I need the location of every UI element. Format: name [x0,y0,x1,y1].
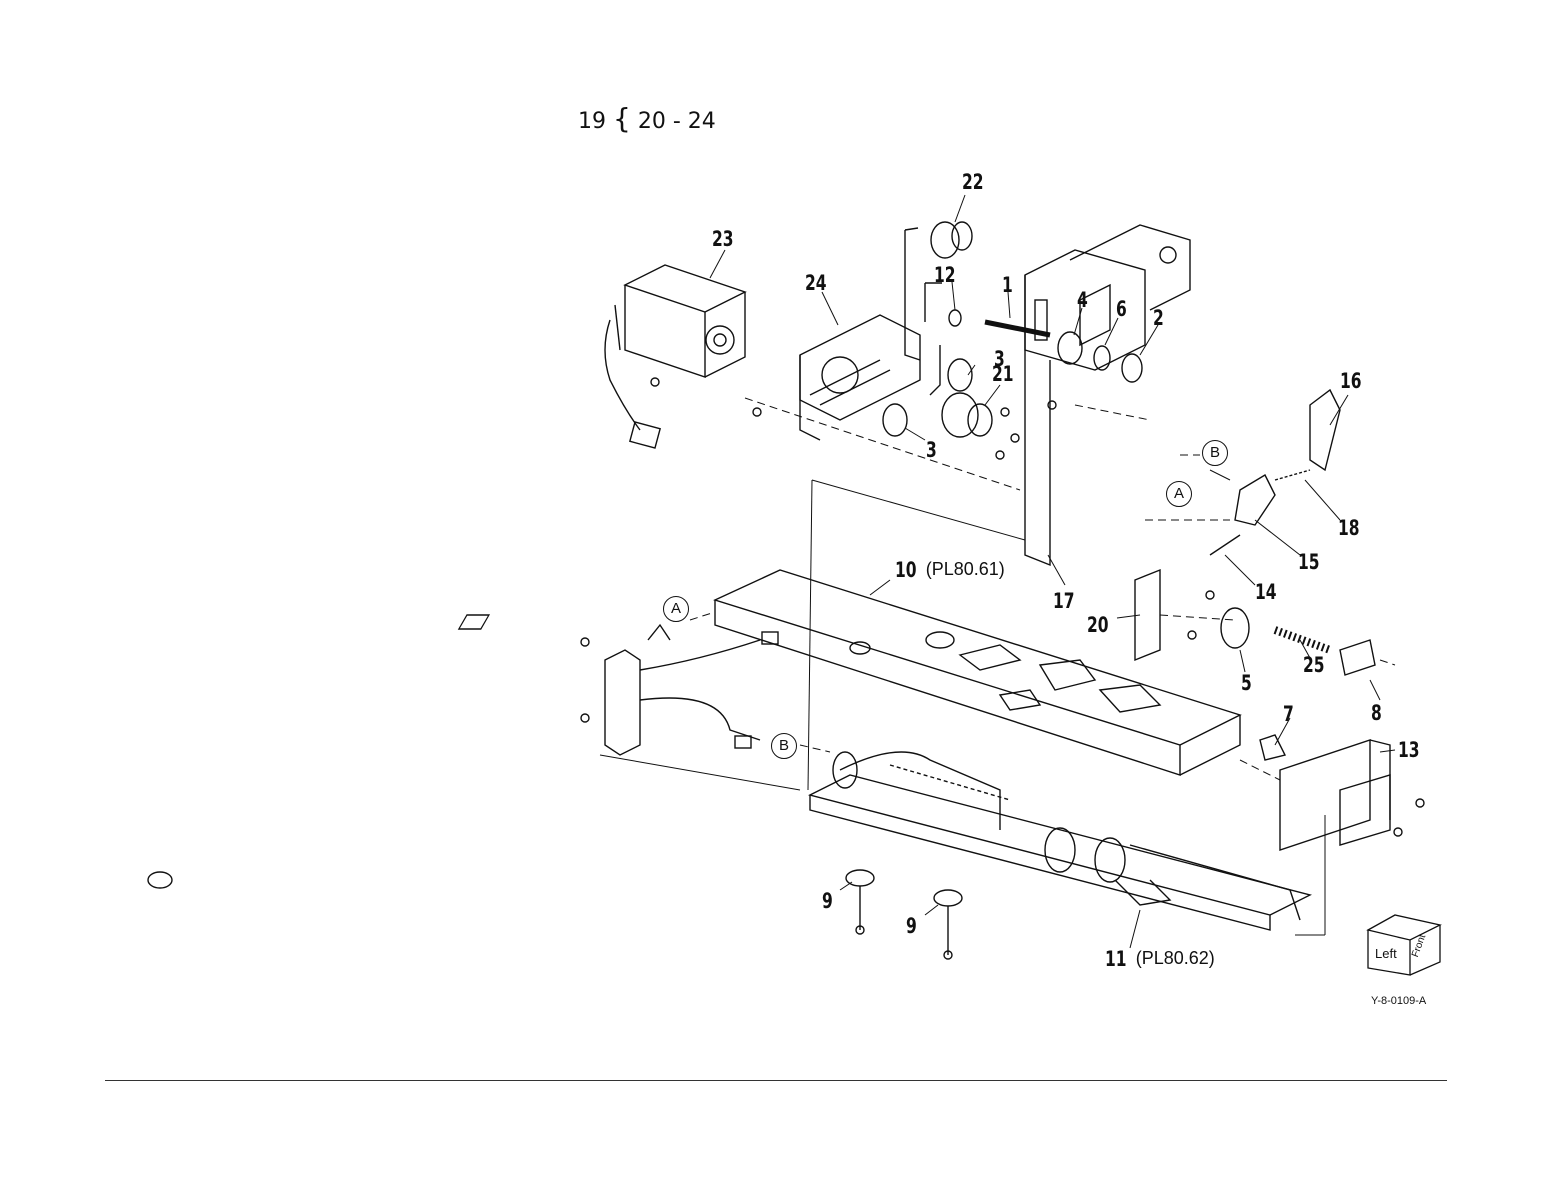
connector-a-upper: A [1166,481,1192,507]
part-label-16: 16 [1340,371,1362,392]
part-label-14: 14 [1255,582,1277,603]
part-label-8: 8 [1371,703,1382,724]
part-label-23: 23 [712,229,734,250]
part-label-6: 6 [1116,299,1127,320]
part-label-18: 18 [1338,518,1360,539]
latch-art [1210,390,1340,555]
gears-upper-art [883,222,1142,437]
part-label-1: 1 [1002,275,1013,296]
part-label-24: 24 [805,273,827,294]
part-label-9-right: 9 [906,916,917,937]
part-label-21: 21 [992,364,1014,385]
construction-lines [600,470,1325,935]
part-label-7: 7 [1283,704,1294,725]
part-label-12: 12 [934,265,956,286]
part-label-20: 20 [1087,615,1109,636]
leader-lines [710,195,1395,948]
figure-id: Y-8-0109-A [1371,995,1426,1007]
part-ref-11: (PL80.62) [1136,948,1215,968]
orientation-left-label: Left [1375,946,1397,961]
part-label-5: 5 [1241,673,1252,694]
group-brace: { [613,102,631,135]
feet-art [148,870,962,955]
screws-art [581,378,1424,959]
part-label-3-lower: 3 [926,440,937,461]
part-label-10-group: 10 (PL80.61) [895,560,1005,582]
part-ref-10: (PL80.61) [926,559,1005,579]
orientation-cube-art [1368,915,1440,975]
part-label-11: 11 [1105,949,1127,970]
part-label-10: 10 [895,560,917,581]
bracket-24-art [800,228,920,440]
connector-b-upper: B [1202,440,1228,466]
frame-10-art [459,570,1240,775]
footer-rule [105,1080,1447,1081]
harness-art [605,625,778,755]
part-label-17: 17 [1053,591,1075,612]
part-label-22: 22 [962,172,984,193]
motor-23-art [605,265,745,448]
bracket-17-art [1025,225,1190,565]
part-label-25: 25 [1303,655,1325,676]
group-range: 20 - 24 [638,109,716,134]
part-label-2: 2 [1153,308,1164,329]
part-label-13: 13 [1398,740,1420,761]
roller-11-art [810,752,1310,930]
connector-b-lower: B [771,733,797,759]
part-label-15: 15 [1298,552,1320,573]
group-parent: 19 [578,109,606,134]
part-label-4: 4 [1077,290,1088,311]
connector-a-lower: A [663,596,689,622]
part-label-11-group: 11 (PL80.62) [1105,949,1215,971]
group-header: 19 { 20 - 24 [578,102,716,135]
part-label-9-left: 9 [822,891,833,912]
